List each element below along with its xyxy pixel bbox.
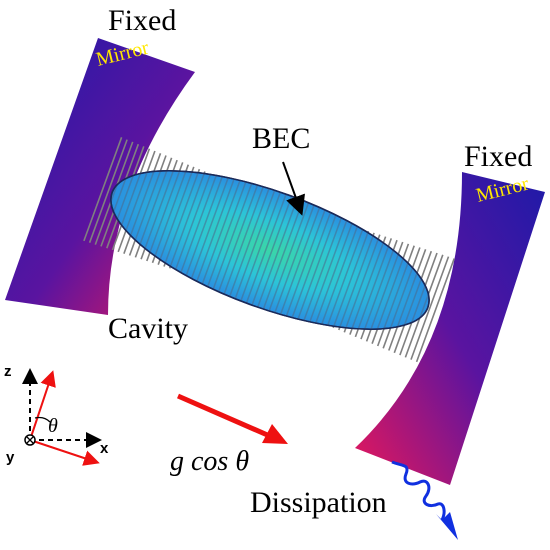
bec-fringe-line [156,151,207,284]
fringe-line [88,139,128,243]
bec-fringe-line [331,215,382,348]
bec-fringe-line [292,201,342,334]
x-axis-label: x [100,440,109,457]
bec-fringe-line [286,199,337,332]
cavity-label: Cavity [108,312,188,345]
right-mirror [355,172,545,485]
bec-fringe-line [202,168,252,301]
fixed-label-right: Fixed [464,140,532,173]
bec-fringe-line [241,182,291,315]
angle-arc [34,416,51,423]
bec-fringe-line [218,174,269,307]
fringe-line [83,137,123,242]
bec-fringe-line [297,203,348,336]
bec-fringe-line [224,176,275,309]
bec-fringe-line [185,162,235,295]
bec-fringe-line [196,166,246,299]
bec-fringe-line [162,153,212,286]
rotated-x-axis [29,439,100,466]
bec-fringe-line [213,172,263,305]
bec-fringe-line [314,209,365,342]
bec-fringe-line [269,192,320,325]
force-label: g cos θ [170,446,249,477]
bec-fringe-line [190,164,241,297]
bec-label: BEC [252,122,310,155]
angle-label: θ [48,415,58,437]
bec-fringe-line [235,180,286,313]
fringe-line [410,256,450,360]
dissipation-arrow [391,460,458,540]
bec-fringe-line [230,178,280,311]
bec-fringe-line [275,194,325,327]
bec-fringe-line [303,205,353,338]
bec-pointer-arrow [282,161,305,216]
left-mirror [5,38,195,315]
z-axis-label: z [4,363,12,380]
force-arrow [177,393,288,444]
bec-fringe-line [309,207,359,340]
bec-fringe-line [207,170,258,303]
bec-fringe-line [168,155,218,288]
bec-fringe-line [173,157,224,291]
bec-fringe-line [179,160,229,293]
dissipation-label: Dissipation [250,486,387,519]
bec-fringe-line [281,196,331,330]
y-axis-label: y [6,449,15,466]
fringe-line [415,258,455,363]
coordinate-axes [22,368,102,466]
bec-fringe-line [320,211,370,344]
fixed-label-left: Fixed [108,4,176,37]
rotated-z-axis [29,370,56,441]
bec-fringe-line [326,213,376,346]
